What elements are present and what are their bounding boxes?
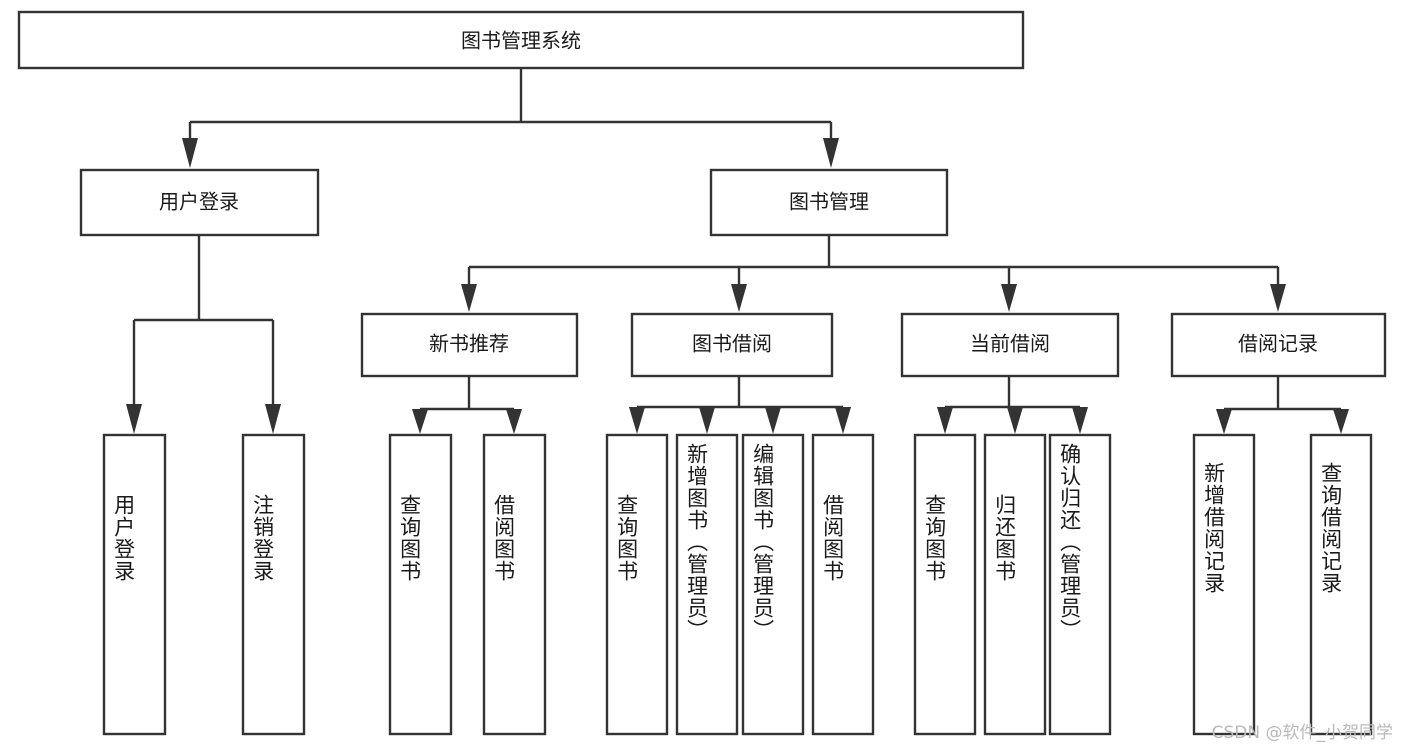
edge-group-root xyxy=(182,68,839,168)
node-borrow-record-box[interactable] xyxy=(1170,312,1387,378)
arrowhead-new-book-rec xyxy=(461,284,477,312)
node-current-borrow-label: 当前借阅 xyxy=(970,332,1050,356)
node-current-borrow-box[interactable] xyxy=(900,312,1120,378)
arrowhead-leaf-add-record xyxy=(1216,409,1232,434)
node-new-book-rec-label: 新书推荐 xyxy=(429,332,509,356)
arrowhead-leaf-borrow-book-1 xyxy=(506,409,522,434)
node-leaf-edit-book-box[interactable] xyxy=(741,433,805,736)
arrowhead-user-login xyxy=(182,138,198,168)
edge-group-new-book-rec xyxy=(412,376,522,434)
node-book-borrow-box[interactable] xyxy=(630,312,834,378)
node-book-manage-label: 图书管理 xyxy=(789,190,869,214)
node-leaf-query-book-1-box[interactable] xyxy=(388,433,453,736)
arrowhead-leaf-confirm-return xyxy=(1072,407,1088,434)
node-root-label: 图书管理系统 xyxy=(461,29,581,53)
node-leaf-borrow-book-2-box[interactable] xyxy=(811,433,875,736)
edge-group-borrow-record xyxy=(1216,376,1349,434)
node-user-login-label: 用户登录 xyxy=(159,190,239,214)
arrowhead-leaf-logout xyxy=(265,404,281,434)
arrowhead-leaf-query-book-2 xyxy=(629,407,645,434)
node-current-borrow[interactable]: 当前借阅 xyxy=(900,312,1120,378)
node-borrow-record[interactable]: 借阅记录 xyxy=(1170,312,1387,378)
node-root[interactable]: 图书管理系统 xyxy=(17,10,1025,70)
node-leaf-query-book-3-box[interactable] xyxy=(913,433,977,736)
node-book-manage[interactable]: 图书管理 xyxy=(709,168,949,237)
arrowhead-current-borrow xyxy=(1001,284,1017,312)
node-borrow-record-label: 借阅记录 xyxy=(1238,332,1318,356)
arrowhead-leaf-query-book-3 xyxy=(937,407,953,434)
arrowhead-book-manage xyxy=(823,138,839,168)
arrowhead-borrow-record xyxy=(1270,284,1286,312)
edge-group-book-borrow xyxy=(629,376,851,434)
node-new-book-rec-box[interactable] xyxy=(360,312,579,378)
node-leaf-add-record-box[interactable] xyxy=(1192,433,1256,736)
arrowhead-leaf-return-book xyxy=(1007,407,1023,434)
node-user-login-box[interactable] xyxy=(79,168,320,237)
arrowhead-leaf-edit-book xyxy=(765,407,781,434)
edge-group-user-login xyxy=(126,235,281,434)
node-root-box[interactable] xyxy=(17,10,1025,70)
arrowhead-leaf-user-login xyxy=(126,404,142,434)
node-user-login[interactable]: 用户登录 xyxy=(79,168,320,237)
csdn-watermark: CSDN @软件_小贺同学 xyxy=(1211,723,1393,743)
arrowhead-leaf-borrow-book-2 xyxy=(835,407,851,434)
node-book-borrow-label: 图书借阅 xyxy=(692,332,772,356)
node-leaf-borrow-book-1-box[interactable] xyxy=(482,433,547,736)
node-leaf-add-book-box[interactable] xyxy=(675,433,739,736)
node-new-book-rec[interactable]: 新书推荐 xyxy=(360,312,579,378)
node-leaf-logout-box[interactable] xyxy=(241,433,306,736)
arrowhead-leaf-query-book-1 xyxy=(412,409,428,434)
arrowhead-leaf-add-book xyxy=(699,407,715,434)
arrowhead-book-borrow xyxy=(731,284,747,312)
edge-group-current-borrow xyxy=(937,376,1088,434)
node-leaf-user-login-box[interactable] xyxy=(102,433,167,736)
node-leaf-query-book-2-box[interactable] xyxy=(605,433,669,736)
node-leaf-confirm-return-box[interactable] xyxy=(1048,433,1112,736)
node-leaf-return-book-box[interactable] xyxy=(983,433,1047,736)
node-book-manage-box[interactable] xyxy=(709,168,949,237)
node-leaf-query-record-box[interactable] xyxy=(1309,433,1373,736)
node-book-borrow[interactable]: 图书借阅 xyxy=(630,312,834,378)
arrowhead-leaf-query-record xyxy=(1333,409,1349,434)
edge-group-book-manage xyxy=(461,235,1286,312)
